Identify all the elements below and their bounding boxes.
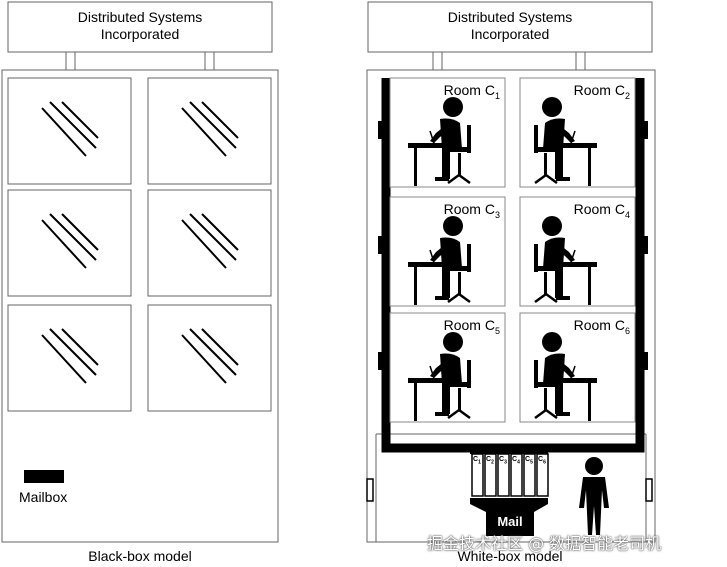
room [519, 77, 636, 188]
standing-person-icon [579, 457, 609, 535]
black-box-company-name-line1: Distributed Systems [77, 9, 203, 25]
window [147, 304, 272, 412]
black-box-windows [7, 77, 272, 412]
mail-slot-label: C3 [499, 456, 507, 466]
room [389, 312, 506, 423]
mail-slot [510, 453, 523, 497]
mail-slot [471, 453, 484, 497]
mail-slot-label: C2 [486, 456, 494, 466]
room [519, 312, 636, 423]
white-box-rooms [389, 77, 636, 423]
room-label: Room C5 [443, 317, 500, 336]
white-box-building [366, 1, 656, 543]
mail-slot-label: C5 [525, 456, 533, 466]
mailbox-slot [24, 470, 64, 483]
window [147, 77, 272, 185]
room [389, 77, 506, 188]
white-box-company-name-line1: Distributed Systems [447, 9, 573, 25]
mail-label: Mail [497, 514, 523, 529]
white-box-caption: White-box model [457, 548, 563, 564]
watermark: 掘金技术社区 @ 数据智能老司机 [427, 534, 662, 553]
room-label: Room C6 [573, 317, 630, 336]
room [389, 196, 506, 307]
black-box-company-name-line2: Incorporated [100, 26, 180, 42]
window [7, 189, 132, 297]
room-label: Room C1 [443, 82, 500, 101]
room [519, 196, 636, 307]
room-label: Room C2 [573, 82, 630, 101]
mail-slots [471, 453, 549, 497]
room-label: Room C3 [443, 201, 500, 220]
mail-slot [523, 453, 536, 497]
window [7, 304, 132, 412]
mail-sorter [470, 448, 549, 536]
window [7, 77, 132, 185]
mailbox-label: Mailbox [19, 489, 68, 505]
white-box-company-name-line2: Incorporated [470, 26, 550, 42]
mail-slot [536, 453, 549, 497]
mail-slot-label: C1 [473, 456, 481, 466]
black-box-caption: Black-box model [88, 548, 192, 564]
window [147, 189, 272, 297]
room-label: Room C4 [573, 201, 630, 220]
mail-slot-label: C4 [512, 456, 520, 466]
mail-slot-label: C6 [538, 456, 546, 466]
mail-slot [484, 453, 497, 497]
black-box-building [1, 1, 279, 543]
mail-slot [497, 453, 510, 497]
